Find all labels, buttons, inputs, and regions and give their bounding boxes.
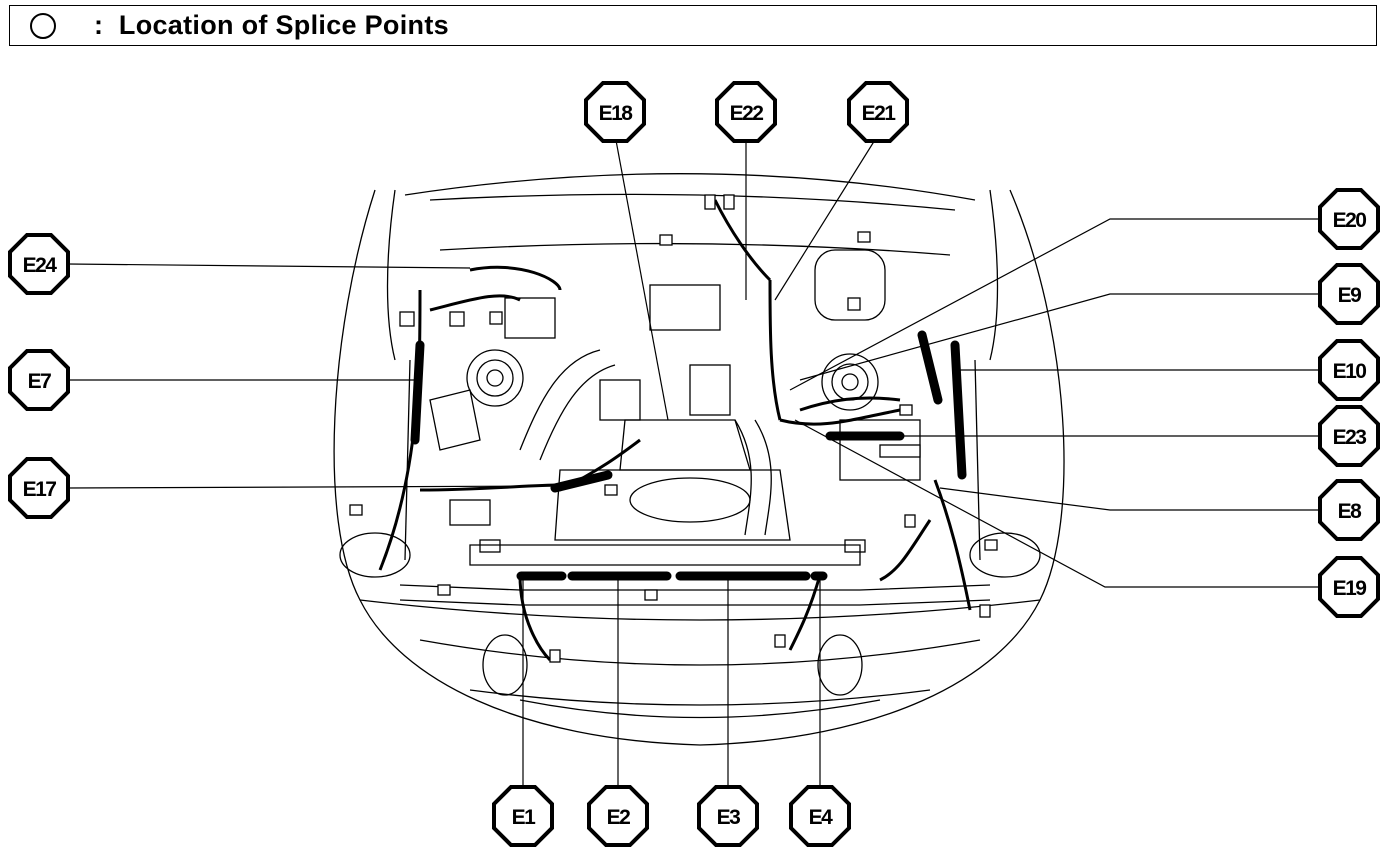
callout-E21: E21	[847, 81, 909, 143]
title-box: : Location of Splice Points	[9, 5, 1377, 46]
octagon-outline-icon	[30, 13, 56, 39]
callout-E2: E2	[587, 785, 649, 847]
vehicle-body-outline	[333, 173, 1065, 746]
callout-label-E19: E19	[1333, 577, 1367, 600]
front-lamps	[339, 532, 1041, 696]
strut-towers	[466, 349, 879, 411]
callout-E1: E1	[492, 785, 554, 847]
title-label: Location of Splice Points	[118, 10, 449, 40]
callout-label-E22: E22	[730, 102, 764, 125]
callout-label-E2: E2	[607, 806, 631, 829]
callout-label-E4: E4	[809, 806, 834, 829]
callout-E24: E24	[8, 233, 70, 295]
callout-label-E7: E7	[28, 370, 52, 393]
callout-E8: E8	[1318, 479, 1380, 541]
callout-E10: E10	[1318, 339, 1380, 401]
leader-lines	[67, 134, 1320, 795]
callout-E23: E23	[1318, 405, 1380, 467]
callout-E9: E9	[1318, 263, 1380, 325]
callout-E17: E17	[8, 457, 70, 519]
callout-E20: E20	[1318, 188, 1380, 250]
callout-label-E17: E17	[23, 478, 57, 501]
callout-label-E18: E18	[599, 102, 634, 125]
connectors	[349, 194, 998, 663]
callout-E7: E7	[8, 349, 70, 411]
callout-label-E23: E23	[1333, 426, 1367, 449]
callout-E19: E19	[1318, 556, 1380, 618]
callout-E4: E4	[789, 785, 851, 847]
callout-label-E9: E9	[1338, 284, 1362, 307]
page-title: : Location of Splice Points	[94, 10, 449, 41]
title-separator: :	[94, 10, 104, 40]
callout-label-E21: E21	[862, 102, 897, 125]
callout-label-E10: E10	[1333, 360, 1367, 383]
callout-label-E20: E20	[1333, 209, 1367, 232]
engine-components	[429, 249, 921, 541]
wire-harness	[378, 199, 972, 662]
callout-label-E8: E8	[1338, 500, 1363, 523]
callout-label-E24: E24	[23, 254, 58, 277]
callout-E22: E22	[715, 81, 777, 143]
radiator-support	[399, 539, 991, 606]
callout-E3: E3	[697, 785, 759, 847]
callout-label-E1: E1	[512, 806, 537, 829]
callout-E18: E18	[584, 81, 646, 143]
callout-label-E3: E3	[717, 806, 741, 829]
